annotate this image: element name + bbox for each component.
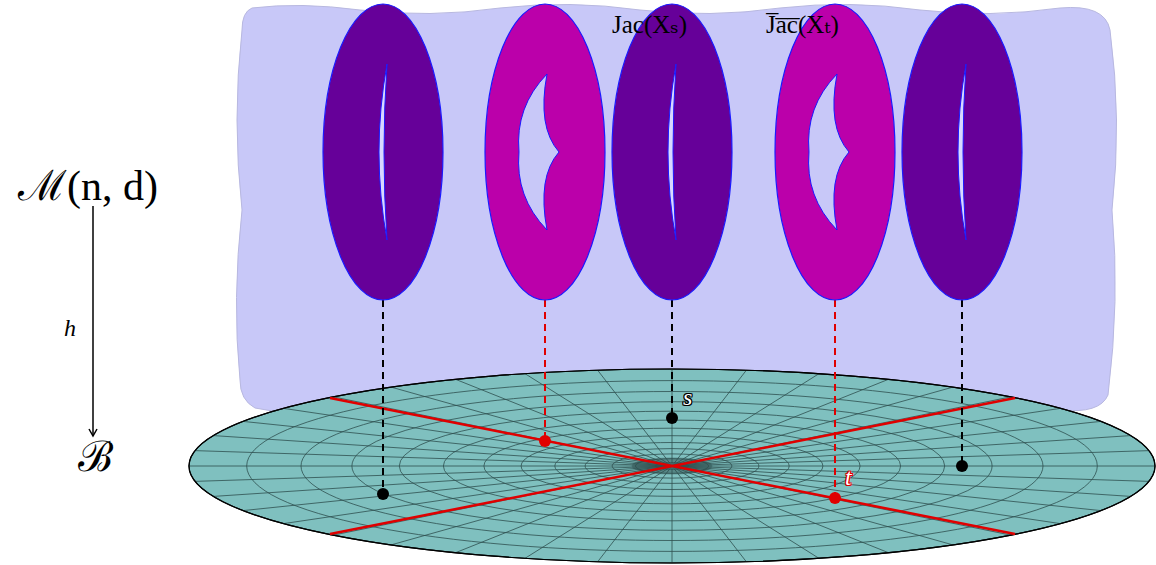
base-label: ℬ <box>78 436 113 478</box>
point-label: t <box>845 465 852 489</box>
fibre-label: Jac(Xₛ) <box>612 12 687 37</box>
point-label: s <box>683 385 692 409</box>
fibre-label: J̅a̅c̅(Xₜ) <box>766 12 839 37</box>
map-label: h <box>64 316 76 340</box>
moduli-space-label: ℳ(n, d) <box>18 165 158 207</box>
